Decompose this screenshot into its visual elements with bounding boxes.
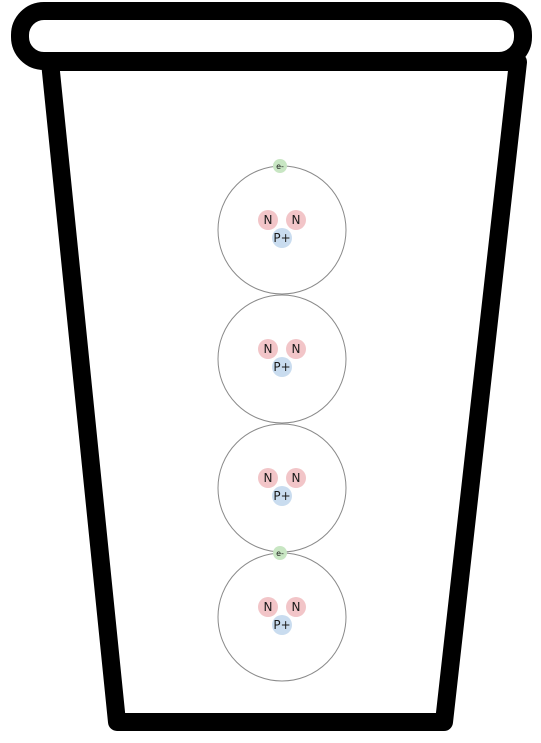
electron: [273, 546, 287, 560]
neutron: [286, 339, 306, 359]
proton: [272, 228, 292, 248]
neutron: [258, 597, 278, 617]
neutron: [286, 210, 306, 230]
neutron: [258, 210, 278, 230]
atom: N NP+: [217, 294, 347, 424]
proton-label: P+: [273, 360, 290, 374]
electron: [273, 159, 287, 173]
atom-orbit: [217, 294, 347, 424]
neutron: [286, 468, 306, 488]
neutron: [258, 468, 278, 488]
proton-label: P+: [273, 618, 290, 632]
electron-label: e-: [276, 162, 284, 171]
cup-rim: [11, 2, 532, 70]
neutron-label: N: [292, 471, 301, 485]
atom: N NP+ e-: [217, 546, 347, 682]
neutron: [286, 597, 306, 617]
proton: [272, 357, 292, 377]
atom: N NP+ e-: [217, 159, 347, 295]
proton: [272, 615, 292, 635]
neutron: [258, 339, 278, 359]
neutron-label: N: [264, 471, 273, 485]
proton-label: P+: [273, 231, 290, 245]
neutron-label: N: [292, 213, 301, 227]
proton-label: P+: [273, 489, 290, 503]
neutron-label: N: [292, 600, 301, 614]
neutron-label: N: [264, 600, 273, 614]
proton: [272, 486, 292, 506]
neutron-label: N: [264, 342, 273, 356]
neutron-label: N: [264, 213, 273, 227]
neutron-label: N: [292, 342, 301, 356]
electron-label: e-: [276, 549, 284, 558]
